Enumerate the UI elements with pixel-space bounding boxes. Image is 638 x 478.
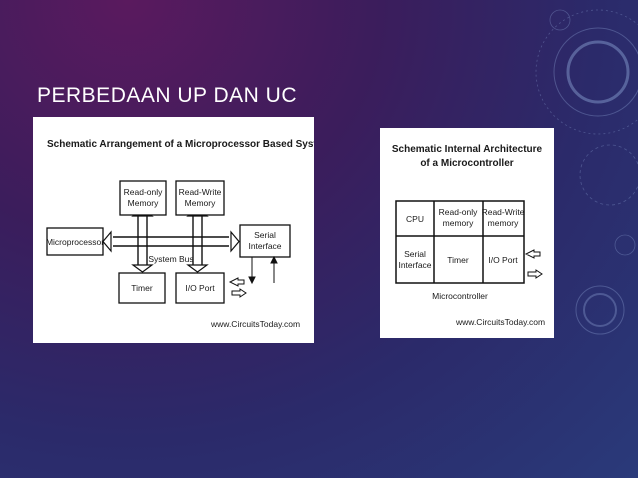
slide-title: PERBEDAAN UP DAN UC — [37, 84, 298, 107]
left-diagram-title: Schematic Arrangement of a Microprocesso… — [47, 139, 314, 150]
serial-interface-block — [239, 224, 291, 258]
microcontroller-grid — [395, 200, 525, 284]
mc-rom-label-1: Read-only — [439, 207, 478, 217]
right-diagram-title-2: of a Microcontroller — [420, 158, 513, 169]
mc-rom-label-2: memory — [443, 218, 474, 228]
ram-label-2: Memory — [185, 198, 216, 208]
rom-block — [119, 180, 167, 216]
serial-label-2: Interface — [248, 241, 281, 251]
timer-block — [118, 272, 166, 304]
mc-ram-label-1: Read-Write — [482, 207, 525, 217]
serial-label-1: Serial — [254, 230, 276, 240]
io-port-label: I/O Port — [185, 283, 215, 293]
mc-io-arrows — [524, 249, 543, 279]
io-port-arrows — [228, 277, 247, 298]
mc-serial-label-2: Interface — [398, 260, 431, 270]
microprocessor-block — [46, 227, 104, 256]
microprocessor-diagram-svg: Schematic Arrangement of a Microprocesso… — [46, 139, 314, 329]
ram-block — [175, 180, 225, 216]
microprocessor-label: Microprocessor — [46, 237, 104, 247]
mc-serial-label-1: Serial — [404, 249, 426, 259]
rom-label-2: Memory — [128, 198, 159, 208]
right-diagram-title-1: Schematic Internal Architecture — [392, 144, 543, 155]
microcontroller-diagram-svg: Schematic Internal Architecture of a Mic… — [392, 144, 545, 327]
mc-cpu-label: CPU — [406, 214, 424, 224]
mc-timer-label: Timer — [447, 255, 469, 265]
serial-io-arrows — [248, 255, 278, 285]
system-bus-lines — [113, 216, 229, 265]
mc-io-port-label: I/O Port — [488, 255, 518, 265]
mc-ram-label-2: memory — [488, 218, 519, 228]
microcontroller-caption: Microcontroller — [432, 291, 488, 301]
rom-label-1: Read-only — [124, 187, 163, 197]
timer-label: Timer — [131, 283, 153, 293]
system-bus-label: System Bus — [148, 254, 193, 264]
io-port-block — [175, 272, 225, 304]
left-diagram-credit: www.CircuitsToday.com — [210, 319, 300, 329]
microprocessor-diagram: Schematic Arrangement of a Microprocesso… — [33, 117, 314, 343]
right-diagram-credit: www.CircuitsToday.com — [455, 317, 545, 327]
microcontroller-diagram: Schematic Internal Architecture of a Mic… — [380, 128, 554, 338]
ram-label-1: Read-Write — [179, 187, 222, 197]
